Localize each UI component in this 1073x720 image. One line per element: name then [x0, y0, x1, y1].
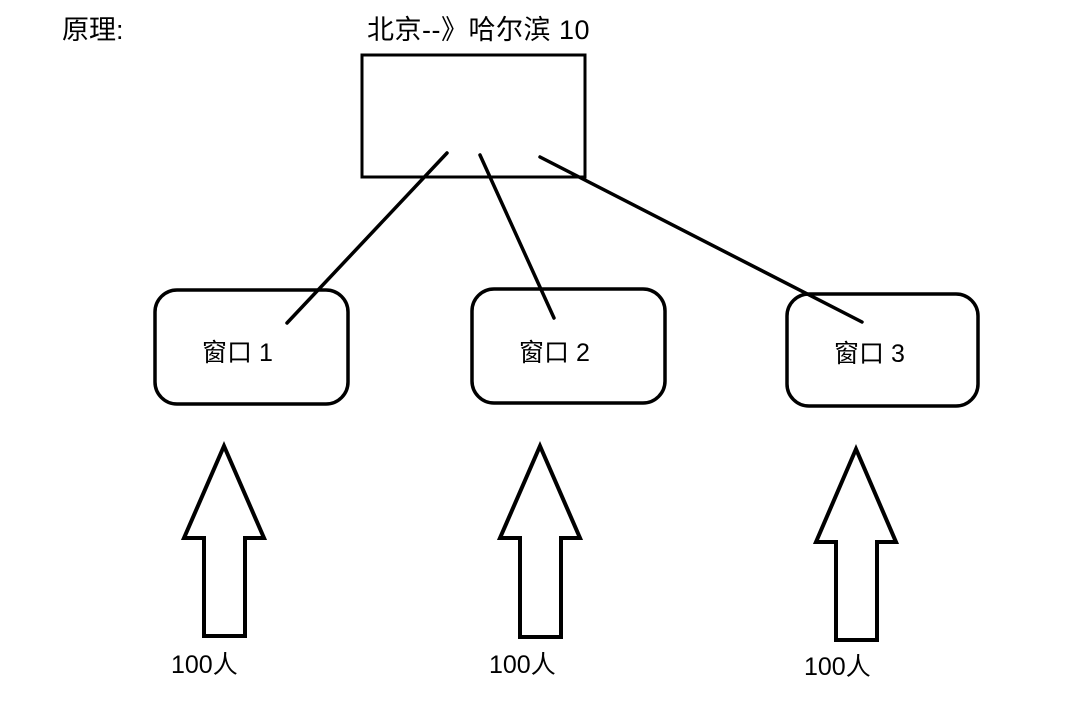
train-route-title: 北京--》哈尔滨 10	[367, 15, 591, 45]
page-title: 原理:	[62, 15, 124, 45]
connector-line-window-3	[538, 155, 864, 324]
window-box-2	[470, 287, 667, 405]
queue-label-2: 100人	[489, 651, 556, 679]
queue-label-3: 100人	[804, 653, 871, 681]
connector-line-window-1	[285, 151, 449, 325]
window-box-3	[785, 292, 980, 408]
window-label-3: 窗口 3	[834, 340, 905, 368]
window-box-1	[153, 288, 350, 406]
window-label-1: 窗口 1	[202, 339, 273, 367]
up-arrow-2	[496, 440, 584, 639]
train-ticket-box	[360, 53, 587, 179]
connector-line-window-2	[478, 153, 556, 320]
queue-label-1: 100人	[171, 651, 238, 679]
up-arrow-1	[180, 440, 268, 638]
up-arrow-3	[812, 443, 900, 642]
window-label-2: 窗口 2	[519, 339, 590, 367]
